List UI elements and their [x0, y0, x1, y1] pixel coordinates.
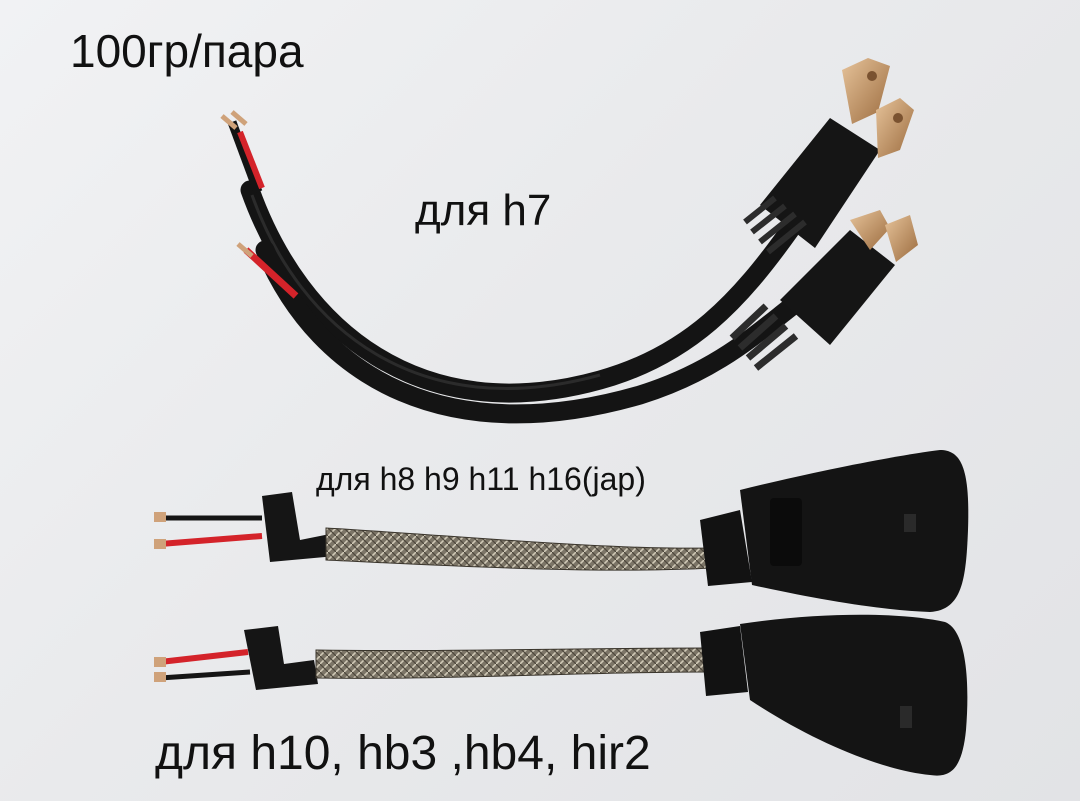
h8-harness: [154, 450, 969, 612]
price-caption: 100гр/пара: [70, 25, 304, 77]
h7-harness-bottom: [236, 210, 918, 424]
h10-hb3-hb4-hir2-caption: для h10, hb3 ,hb4, hir2: [155, 727, 651, 780]
h8-h9-h11-h16-caption: для h8 h9 h11 h16(jap): [316, 461, 646, 497]
h7-caption: для h7: [415, 186, 552, 235]
h7-harness-top: [220, 58, 914, 403]
hb3-harness: [154, 614, 968, 776]
